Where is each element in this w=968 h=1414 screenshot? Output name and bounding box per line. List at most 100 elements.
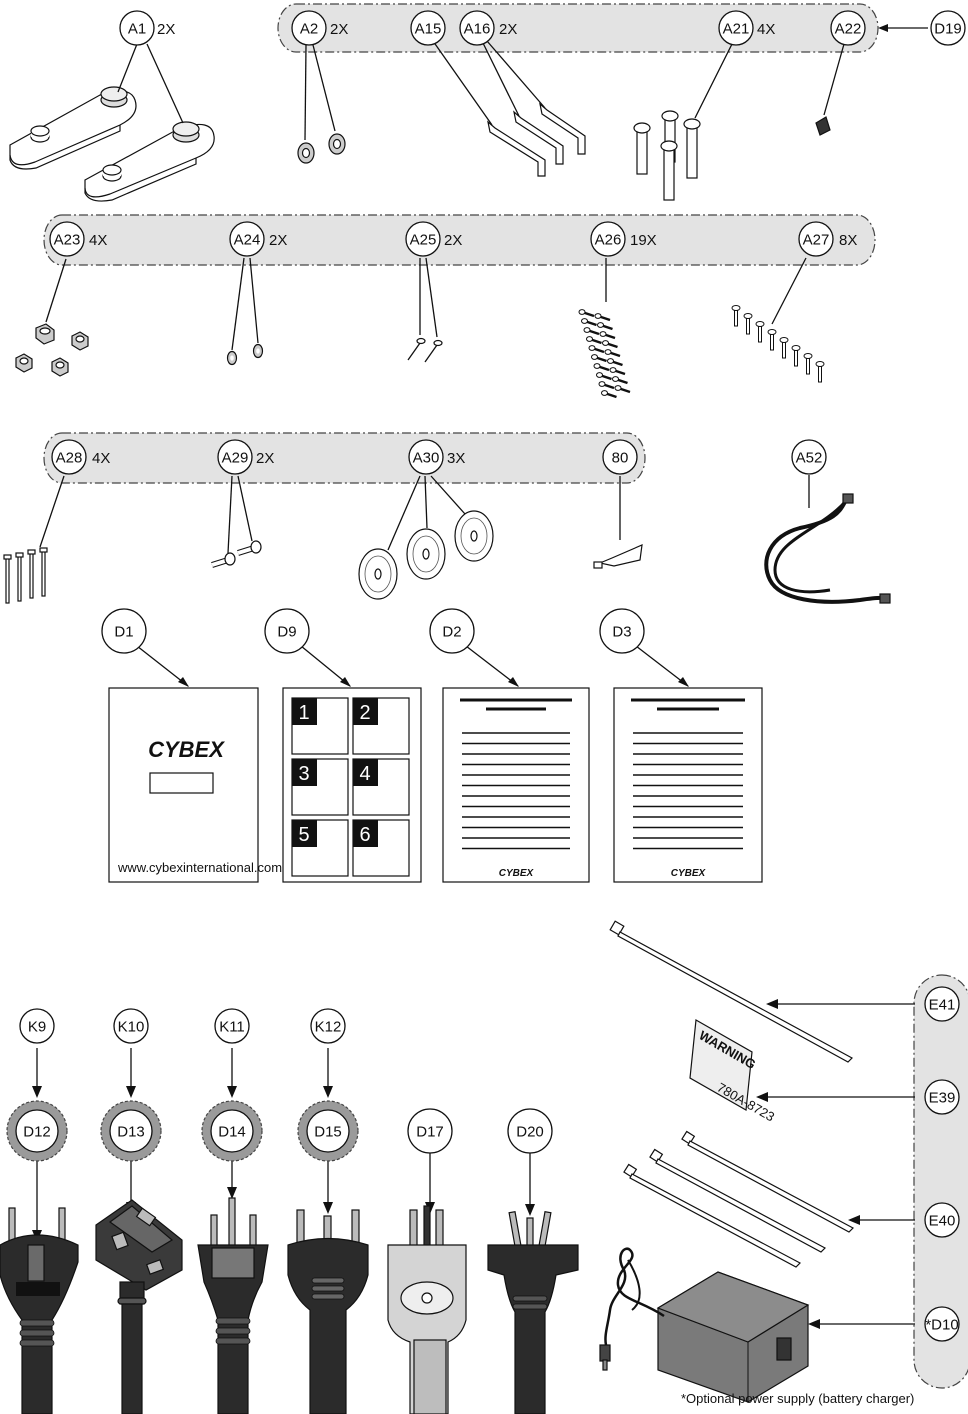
a21-pins: [633, 110, 701, 201]
callout-label-d10: *D10: [925, 1317, 958, 1334]
callout-label-a22: A22: [835, 21, 862, 38]
callout-d15: D15: [297, 1100, 359, 1162]
callout-a27: A27: [798, 221, 834, 257]
d2-manual: CYBEX: [442, 687, 590, 883]
callout-d1: D1: [101, 608, 147, 654]
d9-assembly-guide: 1 2 3 4 5 6: [282, 687, 422, 883]
callout-a23: A23: [49, 221, 85, 257]
callout-label-d13: D13: [117, 1124, 145, 1141]
a23-nuts: [15, 323, 89, 377]
callout-d20: D20: [507, 1108, 553, 1154]
callout-a15: A15: [410, 10, 446, 46]
qty-a25: 2X: [444, 232, 462, 249]
d1-brand: CYBEX: [148, 737, 225, 762]
d9-step-1: 1: [298, 702, 309, 724]
group-band-row3: [43, 432, 646, 484]
a27-screws: [731, 305, 825, 383]
a1-foot-plates: [9, 86, 215, 202]
d20-plug: [487, 1211, 579, 1414]
a26-screws: [578, 309, 631, 399]
e40-cable-ties: [623, 1130, 854, 1268]
callout-a16: A16: [459, 10, 495, 46]
callout-k9: K9: [19, 1008, 55, 1044]
qty-a29: 2X: [256, 450, 274, 467]
qty-a16: 2X: [499, 21, 517, 38]
d9-step-5: 5: [298, 824, 309, 846]
qty-a30: 3X: [447, 450, 465, 467]
callout-label-d20: D20: [516, 1124, 544, 1141]
a30-washers: [358, 510, 494, 600]
callout-label-e40: E40: [929, 1213, 956, 1230]
callout-d13: D13: [100, 1100, 162, 1162]
d12-plug: [0, 1207, 79, 1414]
callout-label-d12: D12: [23, 1124, 51, 1141]
a22-clip: [815, 116, 831, 136]
qty-a23: 4X: [89, 232, 107, 249]
callout-e41: E41: [924, 986, 960, 1022]
d2-brand: CYBEX: [499, 868, 535, 879]
callout-d2: D2: [429, 608, 475, 654]
callout-label-d3: D3: [612, 624, 631, 641]
callout-a30: A30: [408, 439, 444, 475]
callout-label-k11: K11: [219, 1019, 245, 1036]
callout-a2: A2: [291, 10, 327, 46]
d9-step-4: 4: [359, 763, 370, 785]
callout-label-a1: A1: [128, 21, 146, 38]
e41-cable-tie: [609, 920, 853, 1063]
e39-warning-label: WARNING 780A-8723: [689, 1019, 777, 1124]
callout-label-k10: K10: [118, 1019, 145, 1036]
callout-label-a27: A27: [803, 232, 830, 249]
callout-d17: D17: [407, 1108, 453, 1154]
group-band-top: [277, 3, 879, 53]
d15-plug: [287, 1209, 369, 1414]
callout-k10: K10: [113, 1008, 149, 1044]
d17-plug: [387, 1205, 467, 1414]
a24-washers: [226, 343, 264, 366]
qty-a1: 2X: [157, 21, 175, 38]
qty-a28: 4X: [92, 450, 110, 467]
callout-label-a15: A15: [415, 21, 442, 38]
qty-a24: 2X: [269, 232, 287, 249]
a29-bolts: [211, 540, 262, 568]
callout-label-a21: A21: [723, 21, 750, 38]
callout-d19: D19: [930, 10, 966, 46]
a28-bolts: [3, 547, 48, 604]
callout-label-a29: A29: [222, 450, 249, 467]
callout-a25: A25: [405, 221, 441, 257]
a52-cable: [764, 493, 891, 604]
callout-label-a24: A24: [234, 232, 261, 249]
callout-k11: K11: [214, 1008, 250, 1044]
callout-label-a2: A2: [300, 21, 318, 38]
p80-lubricant-tube: [593, 544, 643, 569]
callout-label-d15: D15: [314, 1124, 342, 1141]
callout-label-a23: A23: [54, 232, 81, 249]
callout-label-p80: 80: [612, 450, 629, 467]
callout-a29: A29: [217, 439, 253, 475]
callout-label-d17: D17: [416, 1124, 444, 1141]
qty-a27: 8X: [839, 232, 857, 249]
group-band-electrical: [913, 974, 968, 1389]
callout-d10: *D10: [924, 1306, 960, 1342]
callout-label-e41: E41: [929, 997, 956, 1014]
callout-a52: A52: [791, 439, 827, 475]
d3-manual: CYBEX: [613, 687, 763, 883]
callout-label-d9: D9: [277, 624, 296, 641]
callout-label-a28: A28: [56, 450, 83, 467]
d13-plug: [95, 1199, 183, 1414]
callout-p80: 80: [602, 439, 638, 475]
d10-power-supply: [599, 1247, 810, 1403]
qty-a26: 19X: [630, 232, 657, 249]
callout-label-a16: A16: [464, 21, 491, 38]
callout-label-k9: K9: [28, 1019, 46, 1036]
callout-e39: E39: [924, 1079, 960, 1115]
callout-label-d2: D2: [442, 624, 461, 641]
d9-step-6: 6: [359, 824, 370, 846]
callout-a28: A28: [51, 439, 87, 475]
d3-brand: CYBEX: [671, 868, 707, 879]
callout-a24: A24: [229, 221, 265, 257]
callout-label-d19: D19: [934, 21, 962, 38]
qty-a21: 4X: [757, 21, 775, 38]
callout-a1: A1: [119, 10, 155, 46]
qty-a2: 2X: [330, 21, 348, 38]
